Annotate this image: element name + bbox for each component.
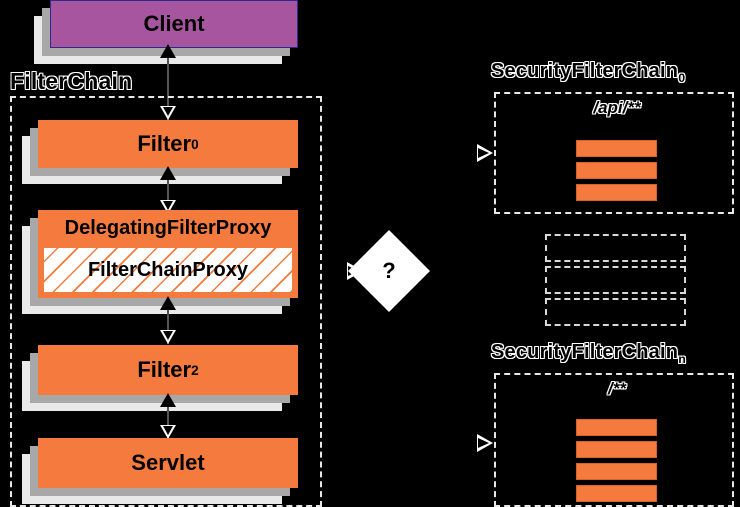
delegating-filter-proxy-box[interactable]: DelegatingFilterProxy FilterChainProxy [22, 210, 298, 314]
filterchain-group-label: FilterChain [9, 67, 133, 94]
delegating-filter-proxy-label: DelegatingFilterProxy [64, 217, 272, 239]
security-filter-chain-n-pattern: /** [608, 379, 626, 398]
connector-filter2-servlet [167, 395, 169, 439]
security-filter-chain-placeholder [545, 266, 686, 294]
client-label: Client [50, 0, 298, 48]
filter2-label: Filter [137, 357, 192, 382]
arrowhead-down-filter2 [160, 330, 176, 344]
security-filter-chain-n-boundary [494, 373, 734, 507]
arrowhead-up-dfp [160, 296, 176, 310]
arrowhead-up-filter2 [160, 393, 176, 407]
arrowhead-into-sfcn [477, 434, 493, 452]
servlet-box[interactable]: Servlet [22, 438, 298, 504]
connector-client-filter0 [167, 48, 169, 120]
connector-filter0-dfp [167, 168, 169, 214]
sfc0-title-text: SecurityFilterChain [490, 59, 679, 82]
security-filter-chain-0-boundary [494, 92, 734, 214]
arrowhead-down-filter0 [160, 106, 176, 120]
security-filter-chain-n-title: SecurityFilterChainn [490, 340, 687, 366]
decision-label: ? [382, 258, 396, 283]
filter0-subscript: 0 [191, 136, 199, 152]
sfc0-filter-bar[interactable] [576, 162, 657, 179]
sfcn-subscript: n [678, 351, 687, 366]
arrowhead-into-sfc0 [477, 144, 493, 162]
filter2-subscript: 2 [191, 362, 199, 378]
sfc0-filter-bar[interactable] [576, 184, 657, 201]
arrowhead-up-client [160, 44, 176, 58]
arrowhead-up-filter0 [160, 166, 176, 180]
security-filter-chain-placeholder [545, 298, 686, 326]
sfcn-title-text: SecurityFilterChain [490, 340, 679, 363]
security-filter-chain-0-title: SecurityFilterChain0 [490, 59, 686, 85]
security-filter-chain-0-pattern: /api/** [593, 98, 641, 117]
sfcn-filter-bar[interactable] [576, 463, 657, 480]
sfcn-filter-bar[interactable] [576, 485, 657, 502]
sfcn-filter-bar[interactable] [576, 441, 657, 458]
arrowhead-down-servlet [160, 425, 176, 439]
sfc0-subscript: 0 [678, 70, 686, 85]
filterchain-group-boundary [10, 96, 322, 507]
sfcn-filter-bar[interactable] [576, 419, 657, 436]
client-box[interactable]: Client [34, 0, 298, 64]
connector-dfp-filter2 [167, 298, 169, 344]
security-filter-chain-placeholder [545, 234, 686, 262]
servlet-label: Servlet [38, 438, 298, 488]
sfc0-filter-bar[interactable] [576, 140, 657, 157]
filter-chain-proxy-label[interactable]: FilterChainProxy [44, 248, 292, 292]
dfp-face: DelegatingFilterProxy FilterChainProxy [38, 210, 298, 298]
filter0-label: Filter [137, 131, 192, 156]
